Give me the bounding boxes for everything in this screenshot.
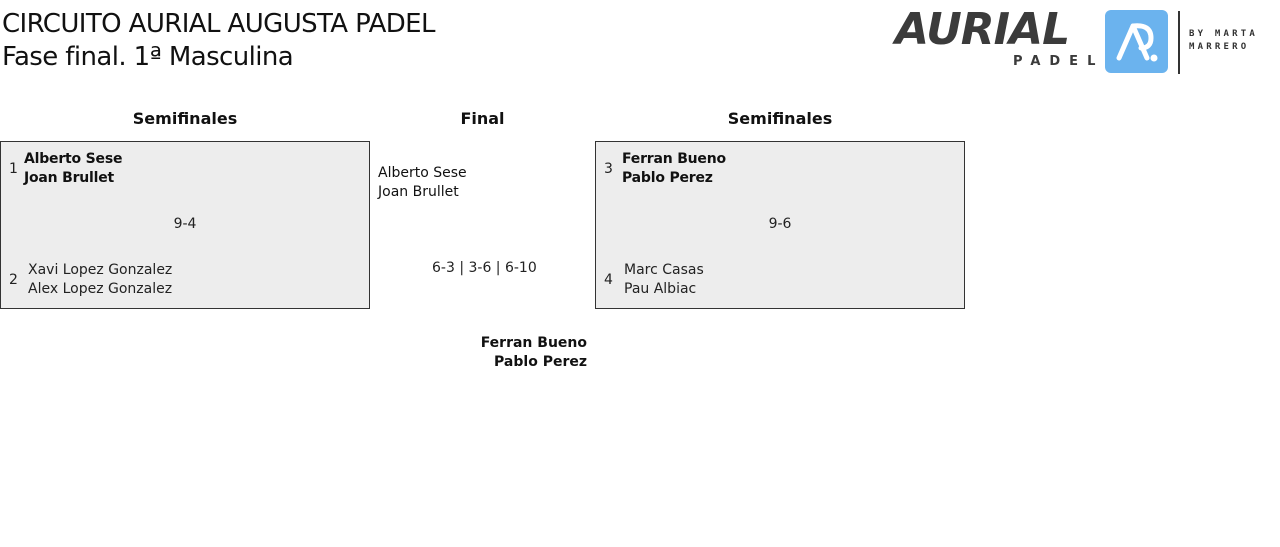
player-name: Pablo Perez [494, 354, 587, 370]
match-score: 9-6 [768, 216, 792, 232]
seed-number: 2 [9, 272, 18, 288]
logo-subtext: PADEL [1013, 54, 1105, 69]
seed-number: 3 [604, 161, 613, 177]
round-label-semifinals-left: Semifinales [132, 109, 238, 128]
round-label-final: Final [460, 109, 505, 128]
final-score: 6-3 | 3-6 | 6-10 [432, 260, 537, 276]
player-name: Ferran Bueno [622, 151, 726, 167]
final-team-a: Alberto Sese Joan Brullet [378, 164, 467, 202]
aurial-padel-logo: AURIAL PADEL BY MARTA MARRERO [895, 4, 1275, 78]
player-name: Joan Brullet [24, 170, 115, 186]
match-score: 9-4 [173, 216, 197, 232]
semifinal-2-match[interactable]: 3 Ferran Bueno Pablo Perez 9-6 4 Marc Ca… [595, 141, 965, 309]
player-name: Pablo Perez [622, 170, 713, 186]
seed-number: 4 [604, 272, 613, 288]
player-name: Xavi Lopez Gonzalez [28, 262, 173, 278]
final-team-b-winner: Ferran Bueno Pablo Perez [481, 334, 587, 372]
player-name: Ferran Bueno [480, 335, 587, 351]
semifinal-1-match[interactable]: 1 Alberto Sese Joan Brullet 9-4 2 Xavi L… [0, 141, 370, 309]
player-name: Alberto Sese [378, 165, 467, 181]
logo-by-line2: MARRERO [1189, 42, 1250, 52]
logo-by-line1: BY MARTA [1189, 29, 1258, 39]
logo-by-text: BY MARTA MARRERO [1189, 28, 1258, 54]
tournament-title: CIRCUITO AURIAL AUGUSTA PADEL [2, 9, 435, 39]
player-name: Marc Casas [624, 262, 704, 278]
logo-divider [1178, 11, 1180, 74]
logo-wordmark: AURIAL [895, 4, 1070, 55]
team-entry-winner: Alberto Sese Joan Brullet [24, 150, 122, 188]
player-name: Pau Albiac [624, 281, 697, 297]
page-title: CIRCUITO AURIAL AUGUSTA PADEL Fase final… [2, 8, 435, 74]
team-entry-winner: Ferran Bueno Pablo Perez [622, 150, 726, 188]
team-entry: Xavi Lopez Gonzalez Alex Lopez Gonzalez [28, 261, 172, 299]
player-name: Joan Brullet [378, 184, 459, 200]
player-name: Alberto Sese [24, 151, 123, 167]
seed-number: 1 [9, 161, 18, 177]
phase-subtitle: Fase final. 1ª Masculina [2, 42, 294, 72]
round-label-semifinals-right: Semifinales [727, 109, 833, 128]
logo-ap-icon [1105, 10, 1168, 73]
player-name: Alex Lopez Gonzalez [28, 281, 173, 297]
team-entry: Marc Casas Pau Albiac [624, 261, 704, 299]
